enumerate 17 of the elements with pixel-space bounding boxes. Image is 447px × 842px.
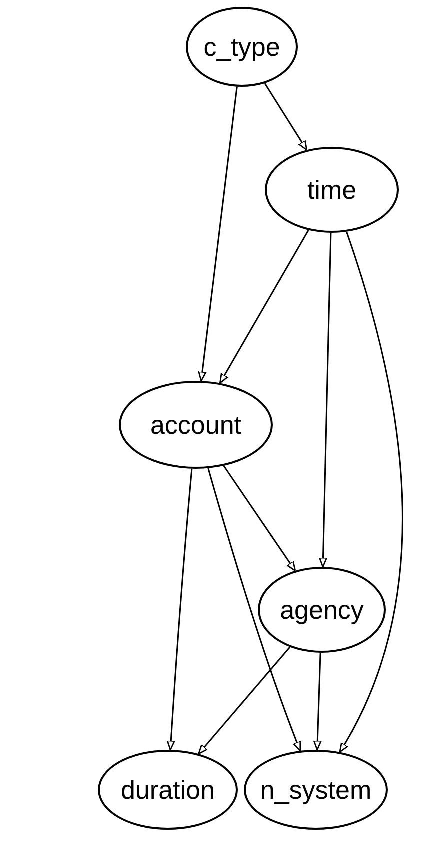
arrow: [208, 468, 302, 752]
node-label: account: [150, 408, 242, 442]
arrow: [223, 466, 296, 572]
arrow: [198, 646, 291, 755]
arrow: [264, 83, 308, 151]
node-label: duration: [121, 774, 215, 806]
node-ellipse: [258, 567, 386, 653]
node-label: c_type: [204, 30, 280, 64]
node-label: n_system: [260, 774, 372, 806]
arrow: [313, 652, 322, 751]
arrow: [198, 86, 238, 382]
node-label: agency: [280, 594, 364, 626]
arrow: [339, 232, 404, 753]
arrow: [166, 468, 193, 751]
arrow: [220, 230, 310, 384]
arrow: [318, 232, 332, 568]
node-label: time: [307, 174, 357, 206]
